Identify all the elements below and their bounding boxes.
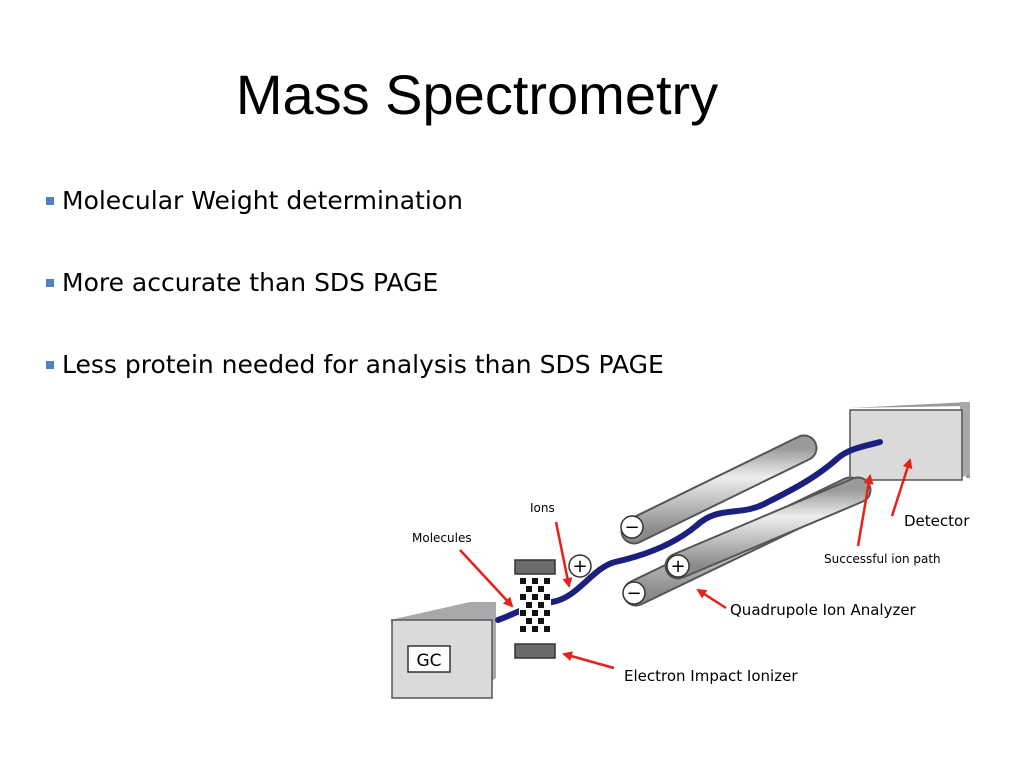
ionizer-arrow <box>562 651 615 670</box>
molecules-arrow <box>459 549 514 608</box>
detector-label: Detector <box>904 512 970 530</box>
quadrupole-label: Quadrupole Ion Analyzer <box>730 601 917 619</box>
detector-box <box>849 402 970 481</box>
mass-spectrometer-diagram: GC − + + − <box>390 402 970 699</box>
bullet-item: More accurate than SDS PAGE <box>46 268 664 350</box>
bullet-text: Molecular Weight determination <box>62 186 463 215</box>
ionizer-label: Electron Impact Ionizer <box>624 667 798 685</box>
gc-box: GC <box>390 602 496 699</box>
rod-cap-plus-left: + <box>568 554 592 578</box>
successful-path-arrow <box>856 474 874 547</box>
successful-ion-path-label: Successful ion path <box>824 552 941 566</box>
ions-arrow <box>554 521 573 588</box>
detector-arrow <box>890 458 913 517</box>
molecules-label: Molecules <box>412 531 472 545</box>
bullet-list: Molecular Weight determination More accu… <box>46 186 664 432</box>
rod-cap-minus-top: − <box>620 515 644 539</box>
bullet-square-icon <box>46 197 54 205</box>
bullet-text: Less protein needed for analysis than SD… <box>62 350 664 379</box>
quadrupole-rod-right <box>664 476 872 580</box>
electron-impact-ionizer <box>514 559 556 659</box>
ions-label: Ions <box>530 501 555 515</box>
bullet-item: Less protein needed for analysis than SD… <box>46 350 664 432</box>
label-arrows <box>459 458 913 670</box>
rod-cap-plus-right: + <box>666 554 690 578</box>
bullet-square-icon <box>46 361 54 369</box>
bullet-item: Molecular Weight determination <box>46 186 664 268</box>
plus-sign: + <box>572 556 587 577</box>
ion-path <box>495 439 883 623</box>
plus-sign: + <box>670 556 685 577</box>
gc-label: GC <box>416 651 441 671</box>
quadrupole-arrow <box>696 588 727 610</box>
minus-sign: − <box>624 517 639 538</box>
bullet-square-icon <box>46 279 54 287</box>
minus-sign: − <box>626 583 641 604</box>
bullet-text: More accurate than SDS PAGE <box>62 268 439 297</box>
slide-title: Mass Spectrometry <box>235 63 719 126</box>
quadrupole-rod-top <box>620 434 818 545</box>
rod-cap-minus-bottom: − <box>622 581 646 605</box>
